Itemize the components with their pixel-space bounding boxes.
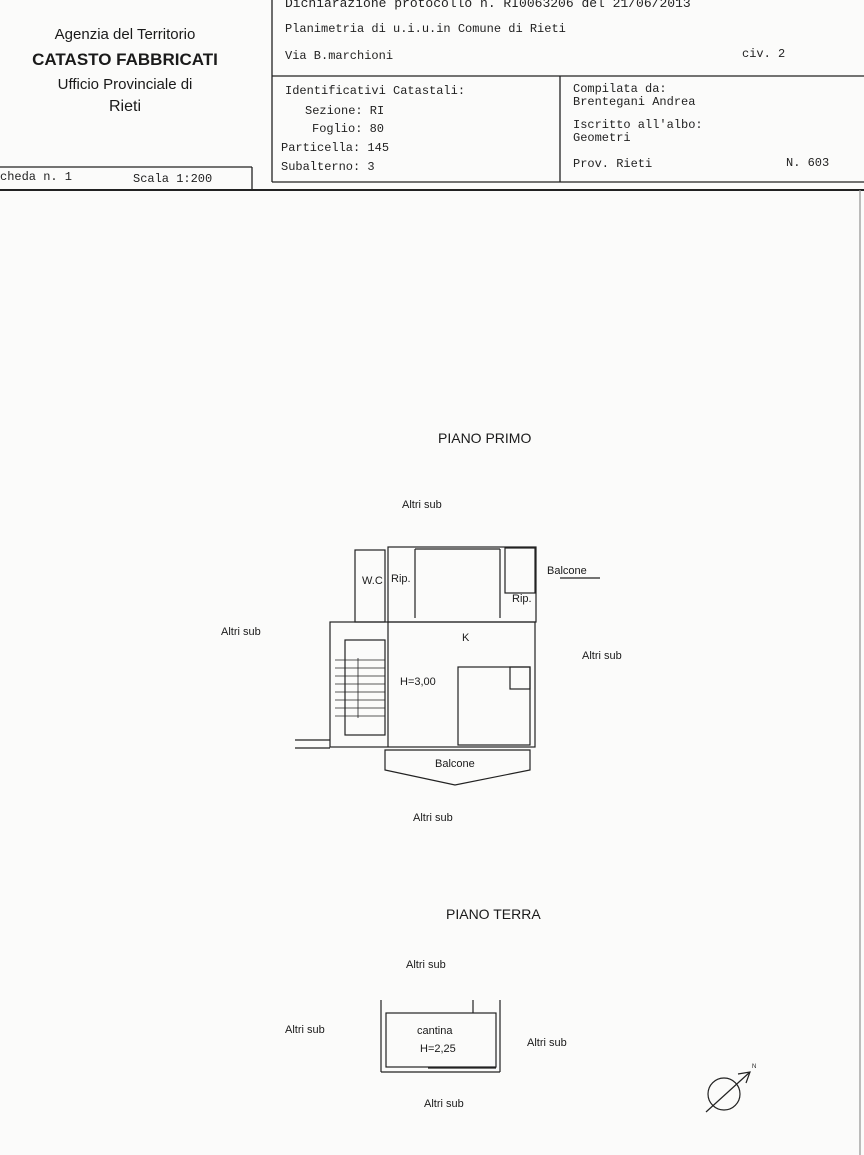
label-altri-sub-top: Altri sub — [402, 499, 442, 511]
label-altri-sub-bottom: Altri sub — [413, 812, 453, 824]
label-rip-2: Rip. — [512, 593, 532, 605]
label-gf-altri-sub-right: Altri sub — [527, 1037, 567, 1049]
office-line: Ufficio Provinciale di — [57, 76, 193, 93]
ground-floor-title: PIANO TERRA — [446, 906, 541, 922]
label-kitchen: K — [462, 632, 470, 644]
registry: Geometri — [573, 131, 631, 145]
label-gf-altri-sub-top: Altri sub — [406, 959, 446, 971]
compass-icon — [705, 1071, 751, 1113]
scale: Scala 1:200 — [133, 172, 213, 186]
registry-number: N. 603 — [786, 156, 830, 170]
foglio: Foglio: 80 — [312, 122, 385, 136]
identifiers-heading: Identificativi Catastali: — [285, 84, 466, 98]
first-floor-plan — [295, 546, 600, 786]
label-altri-sub-right: Altri sub — [582, 650, 622, 662]
label-height-ground: H=2,25 — [420, 1043, 456, 1055]
plan-title: Planimetria di u.i.u.in Comune di Rieti — [285, 22, 566, 36]
label-balcone-bottom: Balcone — [435, 758, 475, 770]
particella: Particella: 145 — [281, 141, 390, 155]
label-cantina: cantina — [417, 1025, 453, 1037]
label-gf-altri-sub-left: Altri sub — [285, 1024, 325, 1036]
address: Via B.marchioni — [285, 49, 394, 63]
compiler-province: Prov. Rieti — [573, 157, 653, 171]
label-wc: W.C — [362, 575, 383, 587]
label-balcone-right: Balcone — [547, 565, 587, 577]
label-height-first: H=3,00 — [400, 676, 436, 688]
agency-name: Agenzia del Territorio — [54, 26, 196, 43]
department-name: CATASTO FABBRICATI — [32, 50, 218, 69]
compiler-heading: Compilata da: — [573, 82, 667, 96]
declaration: Dichiarazione protocollo n. RI0063206 de… — [285, 0, 691, 11]
ground-floor-plan — [380, 1000, 501, 1073]
sezione: Sezione: RI — [305, 104, 385, 118]
civic-number: civ. 2 — [742, 47, 786, 61]
subalterno: Subalterno: 3 — [281, 160, 375, 174]
label-gf-altri-sub-bottom: Altri sub — [424, 1098, 464, 1110]
first-floor-title: PIANO PRIMO — [438, 430, 532, 446]
scheda-number: cheda n. 1 — [0, 170, 73, 184]
compiler-name: Brentegani Andrea — [573, 95, 696, 109]
office-province: Rieti — [108, 98, 141, 115]
registry-heading: Iscritto all'albo: — [573, 118, 703, 132]
label-altri-sub-left: Altri sub — [221, 626, 261, 638]
compass-north-label: N — [752, 1064, 757, 1070]
label-rip-1: Rip. — [391, 573, 411, 585]
